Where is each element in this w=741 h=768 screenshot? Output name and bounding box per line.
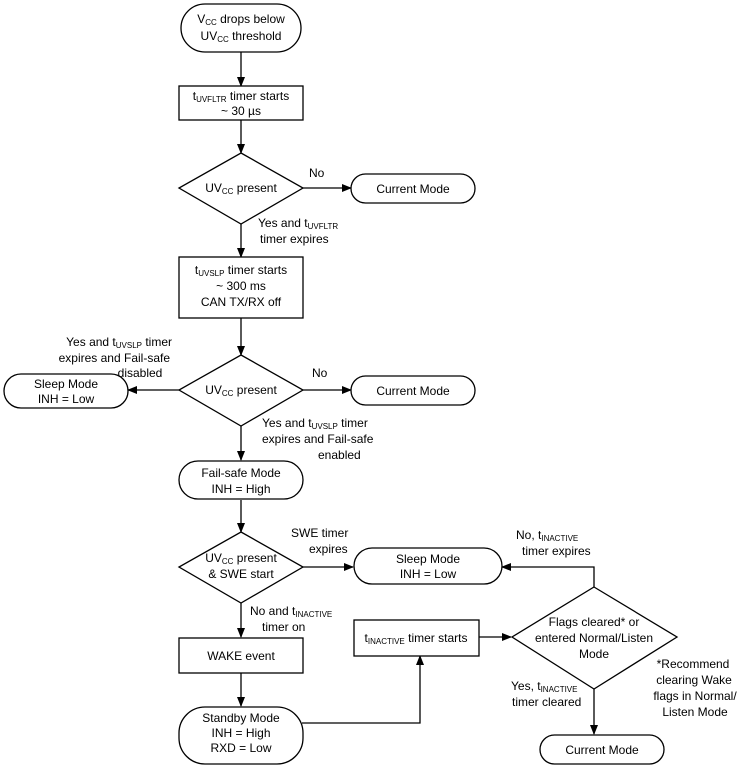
node-sleep-mode-right: Sleep Mode INH = Low [353,547,503,585]
svg-text:timer on: timer on [262,620,305,634]
node-inactive-timer: tINACTIVE timer starts [353,619,480,657]
svg-text:expires and Fail-safe: expires and Fail-safe [262,432,374,446]
node-decision4-line1: Flags cleared* or [549,615,640,629]
node-decision2: UVCC present [177,354,305,427]
node-uvslp-timer: tUVSLP timer starts ~ 300 ms CAN TX/RX o… [178,256,304,319]
node-decision3-line1: UVCC present [205,551,277,566]
node-failsafe-mode: Fail-safe Mode INH = High [178,460,304,500]
node-standby-line3: RXD = Low [210,741,271,755]
svg-text:*Recommend: *Recommend [657,657,730,671]
label-d3-down: No and tINACTIVE timer on [250,604,332,634]
svg-text:timer expires: timer expires [522,544,591,558]
node-current-mode-3-label: Current Mode [565,743,639,757]
node-standby-line1: Standby Mode [202,711,280,725]
label-d2-left: Yes and tUVSLP timer expires and Fail-sa… [59,335,172,380]
label-d2-no: No [312,366,328,380]
node-decision1: UVCC present [177,152,305,225]
node-start-line1: VCC drops below [197,12,285,27]
node-current-mode-1: Current Mode [350,173,476,204]
node-sleep-right-line2: INH = Low [400,567,457,581]
node-standby-mode: Standby Mode INH = High RXD = Low [178,706,304,765]
node-uvslp-line2: ~ 300 ms [216,279,266,293]
node-uvfltr-line2: ~ 30 µs [221,104,261,118]
node-uvfltr-timer: tUVFLTR timer starts ~ 30 µs [178,85,304,121]
node-start-line2: UVCC threshold [201,29,282,44]
node-sleep-mode-left: Sleep Mode INH = Low [3,373,129,409]
node-start: VCC drops below UVCC threshold [180,3,302,53]
node-current-mode-2-label: Current Mode [376,384,450,398]
node-current-mode-2: Current Mode [350,375,476,406]
node-sleep-left-line1: Sleep Mode [34,377,98,391]
svg-text:expires and Fail-safe: expires and Fail-safe [59,351,171,365]
svg-text:Yes and tUVSLP timer: Yes and tUVSLP timer [262,416,368,431]
label-d4-down: Yes, tINACTIVE timer cleared [511,679,581,709]
node-decision4: Flags cleared* or entered Normal/Listen … [510,586,679,690]
node-decision1-label: UVCC present [205,181,277,196]
label-d3-right: SWE timer expires [291,526,348,556]
svg-text:timer cleared: timer cleared [512,695,581,709]
node-decision3-line2: & SWE start [208,567,274,581]
node-decision2-label: UVCC present [205,383,277,398]
node-uvfltr-line1: tUVFLTR timer starts [193,89,290,104]
node-sleep-left-line2: INH = Low [38,392,95,406]
edge-decision4-up [501,563,595,587]
node-wake-event-label: WAKE event [207,649,275,663]
svg-text:disabled: disabled [118,366,163,380]
svg-text:Yes, tINACTIVE: Yes, tINACTIVE [511,679,577,694]
node-uvslp-line1: tUVSLP timer starts [195,263,287,278]
svg-text:Yes and tUVFLTR: Yes and tUVFLTR [258,216,338,231]
svg-text:No, tINACTIVE: No, tINACTIVE [516,528,578,543]
footnote: *Recommend clearing Wake flags in Normal… [653,657,737,719]
svg-text:timer expires: timer expires [260,232,329,246]
svg-text:expires: expires [309,542,348,556]
edges [127,52,598,735]
node-failsafe-line1: Fail-safe Mode [201,466,281,480]
node-inactive-timer-label: tINACTIVE timer starts [365,631,468,646]
svg-text:No and tINACTIVE: No and tINACTIVE [250,604,332,619]
node-decision4-line3: Mode [579,647,609,661]
node-decision3: UVCC present & SWE start [177,531,305,604]
label-d1-no: No [309,166,325,180]
label-d1-yes: Yes and tUVFLTR timer expires [258,216,338,246]
node-standby-line2: INH = High [211,726,270,740]
edge-standby-to-inactive [302,655,424,724]
svg-text:enabled: enabled [318,448,361,462]
node-current-mode-3: Current Mode [539,734,665,765]
svg-text:Listen Mode: Listen Mode [662,705,728,719]
node-wake-event: WAKE event [178,637,304,674]
node-sleep-right-line1: Sleep Mode [396,552,460,566]
svg-text:SWE timer: SWE timer [291,526,348,540]
svg-text:Yes and tUVSLP timer: Yes and tUVSLP timer [66,335,172,350]
node-uvslp-line3: CAN TX/RX off [201,295,282,309]
svg-text:clearing Wake: clearing Wake [656,673,732,687]
node-failsafe-line2: INH = High [211,482,270,496]
label-d2-down: Yes and tUVSLP timer expires and Fail-sa… [262,416,374,462]
node-current-mode-1-label: Current Mode [376,182,450,196]
node-decision4-line2: entered Normal/Listen [535,631,653,645]
svg-text:flags in Normal/: flags in Normal/ [653,689,737,703]
label-d4-up: No, tINACTIVE timer expires [516,528,591,558]
